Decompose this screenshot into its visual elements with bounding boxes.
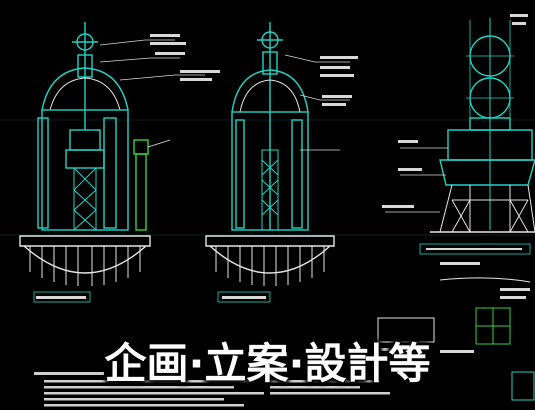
notes-block — [34, 372, 390, 407]
tank-elevation-left — [19, 22, 220, 303]
tank-elevation-center — [205, 22, 358, 303]
caption-title: 企画·立案·設計等 — [104, 339, 431, 388]
tower-elevation-right — [382, 14, 535, 255]
detail-views — [377, 262, 535, 401]
